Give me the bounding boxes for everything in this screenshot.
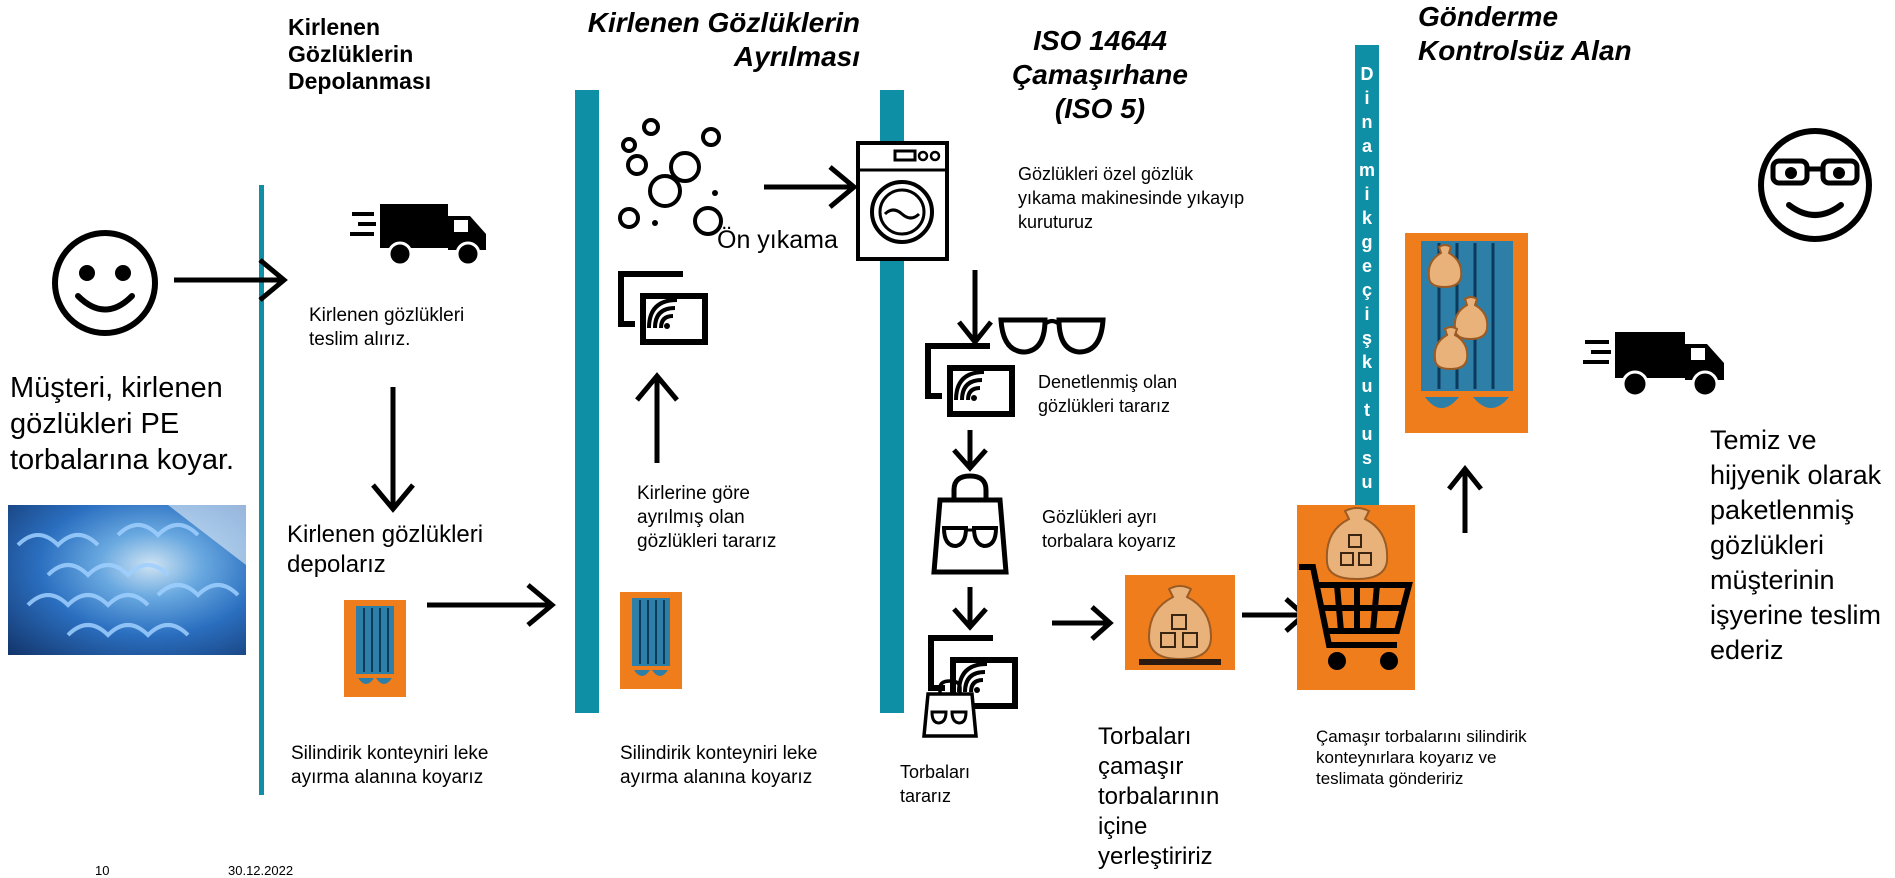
arrow-right-icon bbox=[1052, 605, 1114, 641]
header-laundry-line3: (ISO 5) bbox=[1054, 93, 1146, 124]
shopping-bag-icon bbox=[931, 473, 1009, 575]
caption-receive: Kirlenen gözlükleri teslim alırız. bbox=[309, 305, 465, 350]
pass-through-letter: u bbox=[1361, 472, 1373, 492]
rfid-scanner-icon bbox=[618, 271, 708, 345]
pass-through-letter: u bbox=[1361, 376, 1373, 396]
pass-through-letter: i bbox=[1364, 184, 1370, 204]
rfid-scanner-icon bbox=[925, 343, 1015, 417]
header-laundry: ISO 14644 Çamaşırhane (ISO 5) bbox=[990, 24, 1210, 126]
arrow-right-icon bbox=[427, 583, 556, 627]
shopping-cart-with-sack bbox=[1297, 505, 1415, 690]
pass-through-letter: i bbox=[1364, 88, 1370, 108]
pass-through-letter: s bbox=[1361, 448, 1372, 468]
pass-through-letter: m bbox=[1358, 160, 1375, 180]
arrow-down-icon bbox=[952, 430, 988, 472]
arrow-up-icon bbox=[635, 372, 679, 463]
cylinder-container-2 bbox=[620, 592, 682, 689]
caption-scan-inspected: Denetlenmiş olan gözlükleri tararız bbox=[1038, 372, 1178, 416]
pass-through-letter: ş bbox=[1361, 328, 1372, 348]
caption-wash: Gözlükleri özel gözlük yıkama makinesind… bbox=[1018, 164, 1245, 232]
caption-bag: Gözlükleri ayrı torbalara koyarız bbox=[1042, 507, 1177, 551]
header-laundry-line2: Çamaşırhane bbox=[1012, 59, 1188, 90]
loaded-cylinder-container bbox=[1405, 233, 1528, 433]
header-separation: Kirlenen Gözlüklerin Ayrılması bbox=[587, 7, 860, 72]
header-storage: Kirlenen Gözlüklerin Depolanması bbox=[288, 14, 432, 94]
pass-through-letter: k bbox=[1361, 208, 1372, 228]
arrow-right-icon bbox=[764, 165, 858, 209]
arrow-down-icon bbox=[957, 270, 993, 347]
caption-scan-bags: Torbaları tararız bbox=[900, 762, 971, 806]
caption-into-laundry-bags: Torbaları çamaşır torbalarının içine yer… bbox=[1098, 723, 1220, 870]
pass-through-letter: k bbox=[1361, 352, 1372, 372]
pass-through-box-barrier bbox=[1355, 45, 1379, 545]
pass-through-letter: i bbox=[1364, 304, 1370, 324]
footer-page-number: 10 bbox=[95, 863, 110, 878]
pass-through-letter: a bbox=[1361, 136, 1372, 156]
header-dispatch: Gönderme Kontrolsüz Alan bbox=[1418, 0, 1678, 68]
separation-zone-barrier bbox=[575, 90, 599, 713]
arrow-up-icon bbox=[1447, 464, 1483, 533]
cool-smiley-icon bbox=[1758, 128, 1872, 242]
delivery-truck-icon bbox=[350, 204, 486, 267]
caption-scan-sorted: Kirlerine göre ayrılmış olan gözlükleri … bbox=[637, 483, 777, 552]
header-dispatch-line2: Kontrolsüz Alan bbox=[1418, 35, 1632, 66]
footer-date: 30.12.2022 bbox=[228, 863, 294, 878]
pass-through-letter: g bbox=[1361, 232, 1373, 252]
header-laundry-line1: ISO 14644 bbox=[1033, 25, 1167, 56]
pass-through-letter: n bbox=[1361, 112, 1373, 132]
shopping-bag-icon bbox=[922, 679, 978, 738]
caption-store: Kirlenen gözlükleri depolarız bbox=[287, 521, 484, 578]
pass-through-letter: t bbox=[1364, 400, 1370, 420]
caption-deliver: Temiz ve hijyenik olarak paketlenmiş göz… bbox=[1710, 425, 1882, 665]
caption-place-container-1: Silindirik konteyniri leke ayırma alanın… bbox=[291, 743, 489, 788]
smiley-icon bbox=[52, 230, 158, 336]
washing-machine-icon bbox=[856, 141, 949, 261]
laundry-sack-icon bbox=[1125, 575, 1235, 670]
bubbles-icon bbox=[618, 118, 723, 236]
storage-zone-line bbox=[259, 185, 264, 795]
header-dispatch-line1: Gönderme bbox=[1418, 1, 1559, 32]
caption-ship: Çamaşır torbalarını silindirik konteynır… bbox=[1316, 727, 1527, 788]
customer-bag-photo bbox=[8, 505, 246, 655]
arrow-right-icon bbox=[174, 258, 288, 302]
caption-place-container-2: Silindirik konteyniri leke ayırma alanın… bbox=[620, 743, 818, 788]
pass-through-letter: ç bbox=[1361, 280, 1372, 300]
cylinder-container-1 bbox=[344, 600, 406, 697]
caption-customer: Müşteri, kirlenen gözlükleri PE torbalar… bbox=[10, 372, 235, 476]
glasses-icon bbox=[998, 317, 1106, 355]
arrow-down-icon bbox=[371, 387, 415, 513]
arrow-down-icon bbox=[952, 587, 988, 631]
caption-prewash: Ön yıkama bbox=[717, 226, 838, 254]
pass-through-letter: u bbox=[1361, 424, 1373, 444]
pass-through-letter: D bbox=[1360, 64, 1374, 84]
pass-through-letter: e bbox=[1361, 256, 1372, 276]
delivery-truck-icon bbox=[1583, 332, 1724, 398]
